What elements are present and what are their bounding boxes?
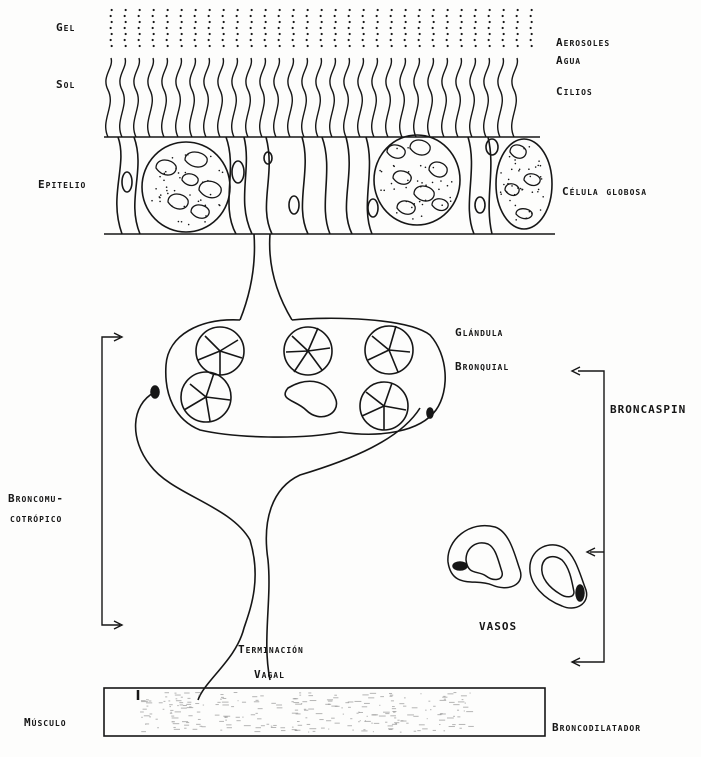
label-terminacion: Terminación (238, 643, 304, 657)
label-celula-globosa: Célula globosa (562, 185, 647, 199)
vessels (448, 526, 587, 608)
label-broncomu: Broncomu- (8, 492, 64, 506)
label-sol: Sol (56, 78, 75, 92)
label-gel: Gel (56, 21, 75, 35)
label-broncaspin: BRONCASPIN (610, 403, 686, 417)
gel-layer (110, 9, 533, 47)
label-epitelio: Epitelio (38, 178, 86, 192)
bracket-broncomucotropico (102, 333, 122, 629)
label-glandula: Glándula (455, 326, 503, 340)
muscle-layer (104, 688, 545, 736)
label-bronquial: Bronquial (455, 360, 509, 374)
label-broncodilatador: Broncodilatador (552, 721, 641, 735)
label-vagal: Vagal (254, 668, 285, 682)
bracket-broncaspin (572, 367, 604, 666)
label-vasos: VASOS (479, 620, 517, 634)
epithelium-layer (104, 135, 555, 320)
label-cotropico: cotrópico (10, 512, 62, 526)
label-cilios: Cilios (556, 85, 593, 99)
label-aerosoles: Aerosoles (556, 36, 610, 50)
label-agua: Agua (556, 54, 581, 68)
muscle-texture (140, 692, 474, 733)
cilia-layer (106, 58, 518, 137)
label-musculo: Músculo (24, 716, 67, 730)
